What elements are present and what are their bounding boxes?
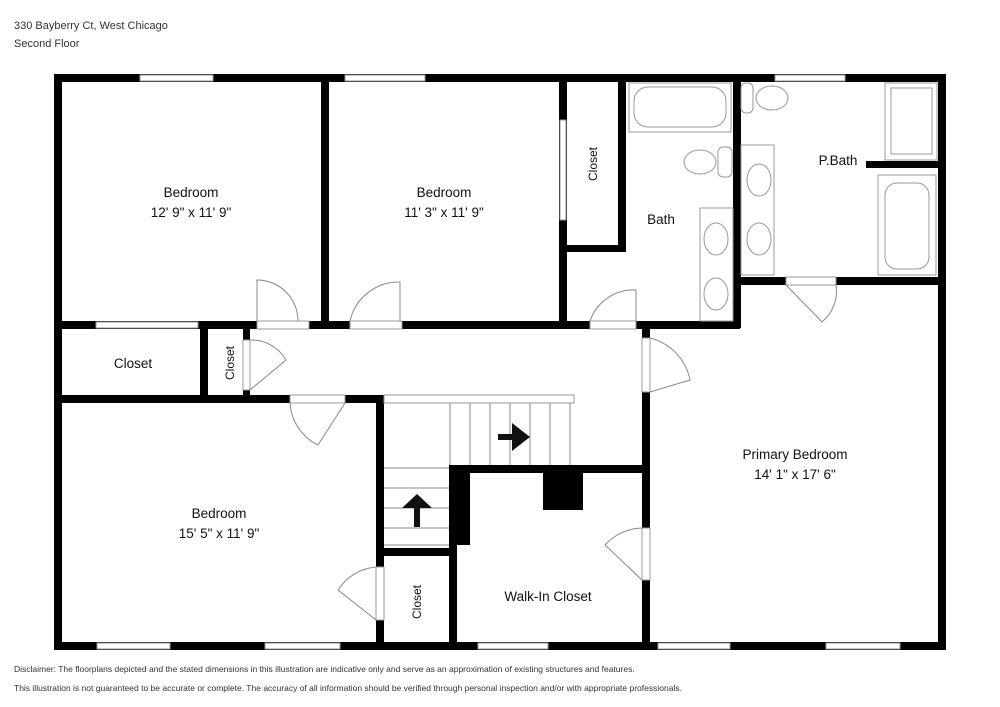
disclaimer-line-2: This illustration is not guaranteed to b…	[14, 683, 682, 693]
bedroom-2-size: 11' 3" x 11' 9"	[404, 205, 484, 220]
floor-label: Second Floor	[14, 38, 80, 50]
closet-left-label: Closet	[114, 356, 153, 371]
bedroom-3-size: 15' 5" x 11' 9"	[179, 526, 260, 541]
primary-bedroom-name: Primary Bedroom	[742, 447, 847, 462]
closet-stair-label: Closet	[410, 584, 424, 619]
stair-arrow-up-icon	[402, 494, 432, 527]
walls	[54, 74, 946, 650]
closet-top-label: Closet	[586, 146, 600, 181]
windows	[95, 74, 901, 650]
pbath-label: P.Bath	[819, 153, 858, 168]
disclaimer-line-1: Disclaimer: The floorplans depicted and …	[14, 664, 635, 674]
bedroom-1-name: Bedroom	[164, 185, 219, 200]
fixtures	[628, 82, 938, 322]
walkin-closet-label: Walk-In Closet	[504, 589, 592, 604]
bedroom-1-size: 12' 9" x 11' 9"	[151, 205, 232, 220]
primary-bedroom-size: 14' 1" x 17' 6"	[754, 467, 836, 482]
stairs	[383, 394, 575, 546]
address: 330 Bayberry Ct, West Chicago	[14, 20, 168, 32]
bedroom-2-name: Bedroom	[417, 185, 472, 200]
closet-hall-label: Closet	[223, 345, 237, 380]
room-labels: Bedroom 12' 9" x 11' 9" Bedroom 11' 3" x…	[114, 146, 858, 619]
doors	[242, 276, 837, 621]
bath-label: Bath	[647, 212, 675, 227]
bedroom-3-name: Bedroom	[192, 506, 247, 521]
stair-arrow-right-icon	[498, 423, 530, 451]
